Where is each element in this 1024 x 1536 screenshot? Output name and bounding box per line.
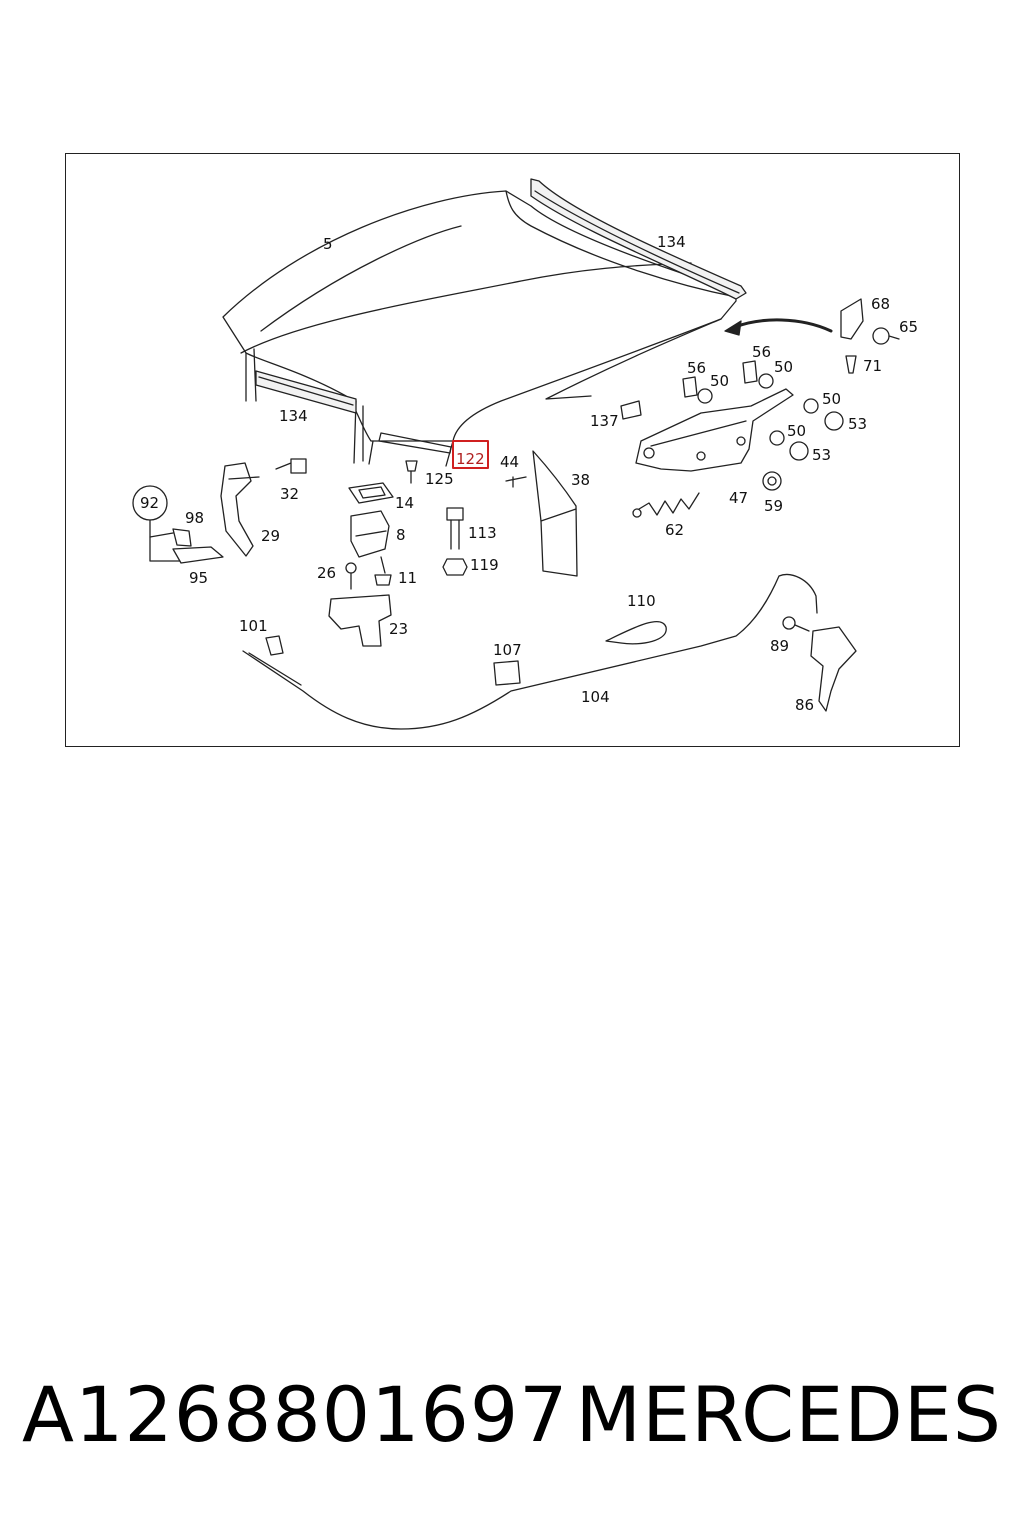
parts-diagram-frame: 5 134 134 68 65 71 56 50 56 50 50 53 137… — [65, 153, 960, 747]
nut-119 — [442, 558, 468, 576]
group-92 — [132, 485, 182, 562]
callout-14: 14 — [395, 494, 414, 512]
callout-113: 113 — [468, 524, 497, 542]
callout-50-b: 50 — [774, 358, 793, 376]
liner-38 — [532, 450, 578, 577]
callout-8: 8 — [396, 526, 406, 544]
cable-clip-101 — [265, 635, 284, 656]
callout-101: 101 — [239, 617, 268, 635]
callout-56-right: 56 — [752, 343, 771, 361]
release-handle-86 — [810, 626, 857, 712]
callout-98: 98 — [185, 509, 204, 527]
callout-50-c: 50 — [822, 390, 841, 408]
callout-62: 62 — [665, 521, 684, 539]
callout-38: 38 — [571, 471, 590, 489]
bracket-68 — [840, 298, 864, 340]
striker-29 — [220, 462, 260, 557]
nut-59 — [762, 471, 782, 491]
screw-26 — [345, 562, 357, 590]
callout-59: 59 — [764, 497, 783, 515]
callout-89: 89 — [770, 637, 789, 655]
callout-5: 5 — [323, 235, 333, 253]
cable-tie-110 — [605, 621, 667, 645]
callout-134-lower: 134 — [279, 407, 308, 425]
callout-23: 23 — [389, 620, 408, 638]
callout-29: 29 — [261, 527, 280, 545]
clip-137 — [620, 400, 642, 420]
cable-clip-107 — [493, 660, 521, 686]
callout-86: 86 — [795, 696, 814, 714]
screw-89 — [782, 616, 810, 632]
callout-11: 11 — [398, 569, 417, 587]
seal-strip-upper — [530, 178, 747, 300]
callout-53-a: 53 — [848, 415, 867, 433]
bolt-65 — [872, 327, 900, 345]
hood-hinge — [635, 388, 794, 472]
callout-137: 137 — [590, 412, 619, 430]
callout-65: 65 — [899, 318, 918, 336]
insulation-strip — [378, 432, 452, 454]
brand-name: MERCEDES — [575, 1370, 1002, 1459]
release-cable-104 — [242, 573, 818, 730]
callout-50-a: 50 — [710, 372, 729, 390]
seal-strip-lower — [255, 370, 357, 414]
callout-92: 92 — [140, 494, 159, 512]
highlight-box — [452, 440, 489, 469]
callout-104: 104 — [581, 688, 610, 706]
callout-50-d: 50 — [787, 422, 806, 440]
lock-8 — [350, 510, 390, 558]
bolt-32 — [275, 458, 307, 474]
screw-44 — [505, 476, 527, 488]
bushings-50 — [697, 373, 819, 446]
callout-47: 47 — [729, 489, 748, 507]
callout-53-b: 53 — [812, 446, 831, 464]
callout-95: 95 — [189, 569, 208, 587]
detail-arrow — [724, 318, 833, 336]
spring-62 — [632, 492, 700, 518]
bracket-95 — [172, 546, 224, 564]
callout-71: 71 — [863, 357, 882, 375]
callout-56-left: 56 — [687, 359, 706, 377]
callout-26: 26 — [317, 564, 336, 582]
latch-23 — [328, 594, 392, 647]
callout-68: 68 — [871, 295, 890, 313]
callout-44: 44 — [500, 453, 519, 471]
callout-107: 107 — [493, 641, 522, 659]
clip-71 — [845, 355, 857, 374]
callout-125: 125 — [425, 470, 454, 488]
bolt-11 — [374, 556, 392, 586]
callout-134-upper: 134 — [657, 233, 686, 251]
clip-56-right — [742, 360, 758, 384]
callout-110: 110 — [627, 592, 656, 610]
footer: A1268801697 MERCEDES — [0, 1370, 1024, 1470]
part-number: A1268801697 — [22, 1370, 569, 1459]
callout-119: 119 — [470, 556, 499, 574]
gasket-14 — [348, 482, 394, 504]
clip-125 — [405, 460, 418, 484]
callout-122: 122 — [456, 450, 485, 468]
bolt-113 — [446, 507, 464, 550]
clip-56-left — [682, 376, 698, 398]
bracket-98 — [172, 528, 192, 547]
caps-53 — [789, 411, 844, 461]
callout-32: 32 — [280, 485, 299, 503]
parts-diagram: 5 134 134 68 65 71 56 50 56 50 50 53 137… — [132, 178, 918, 730]
